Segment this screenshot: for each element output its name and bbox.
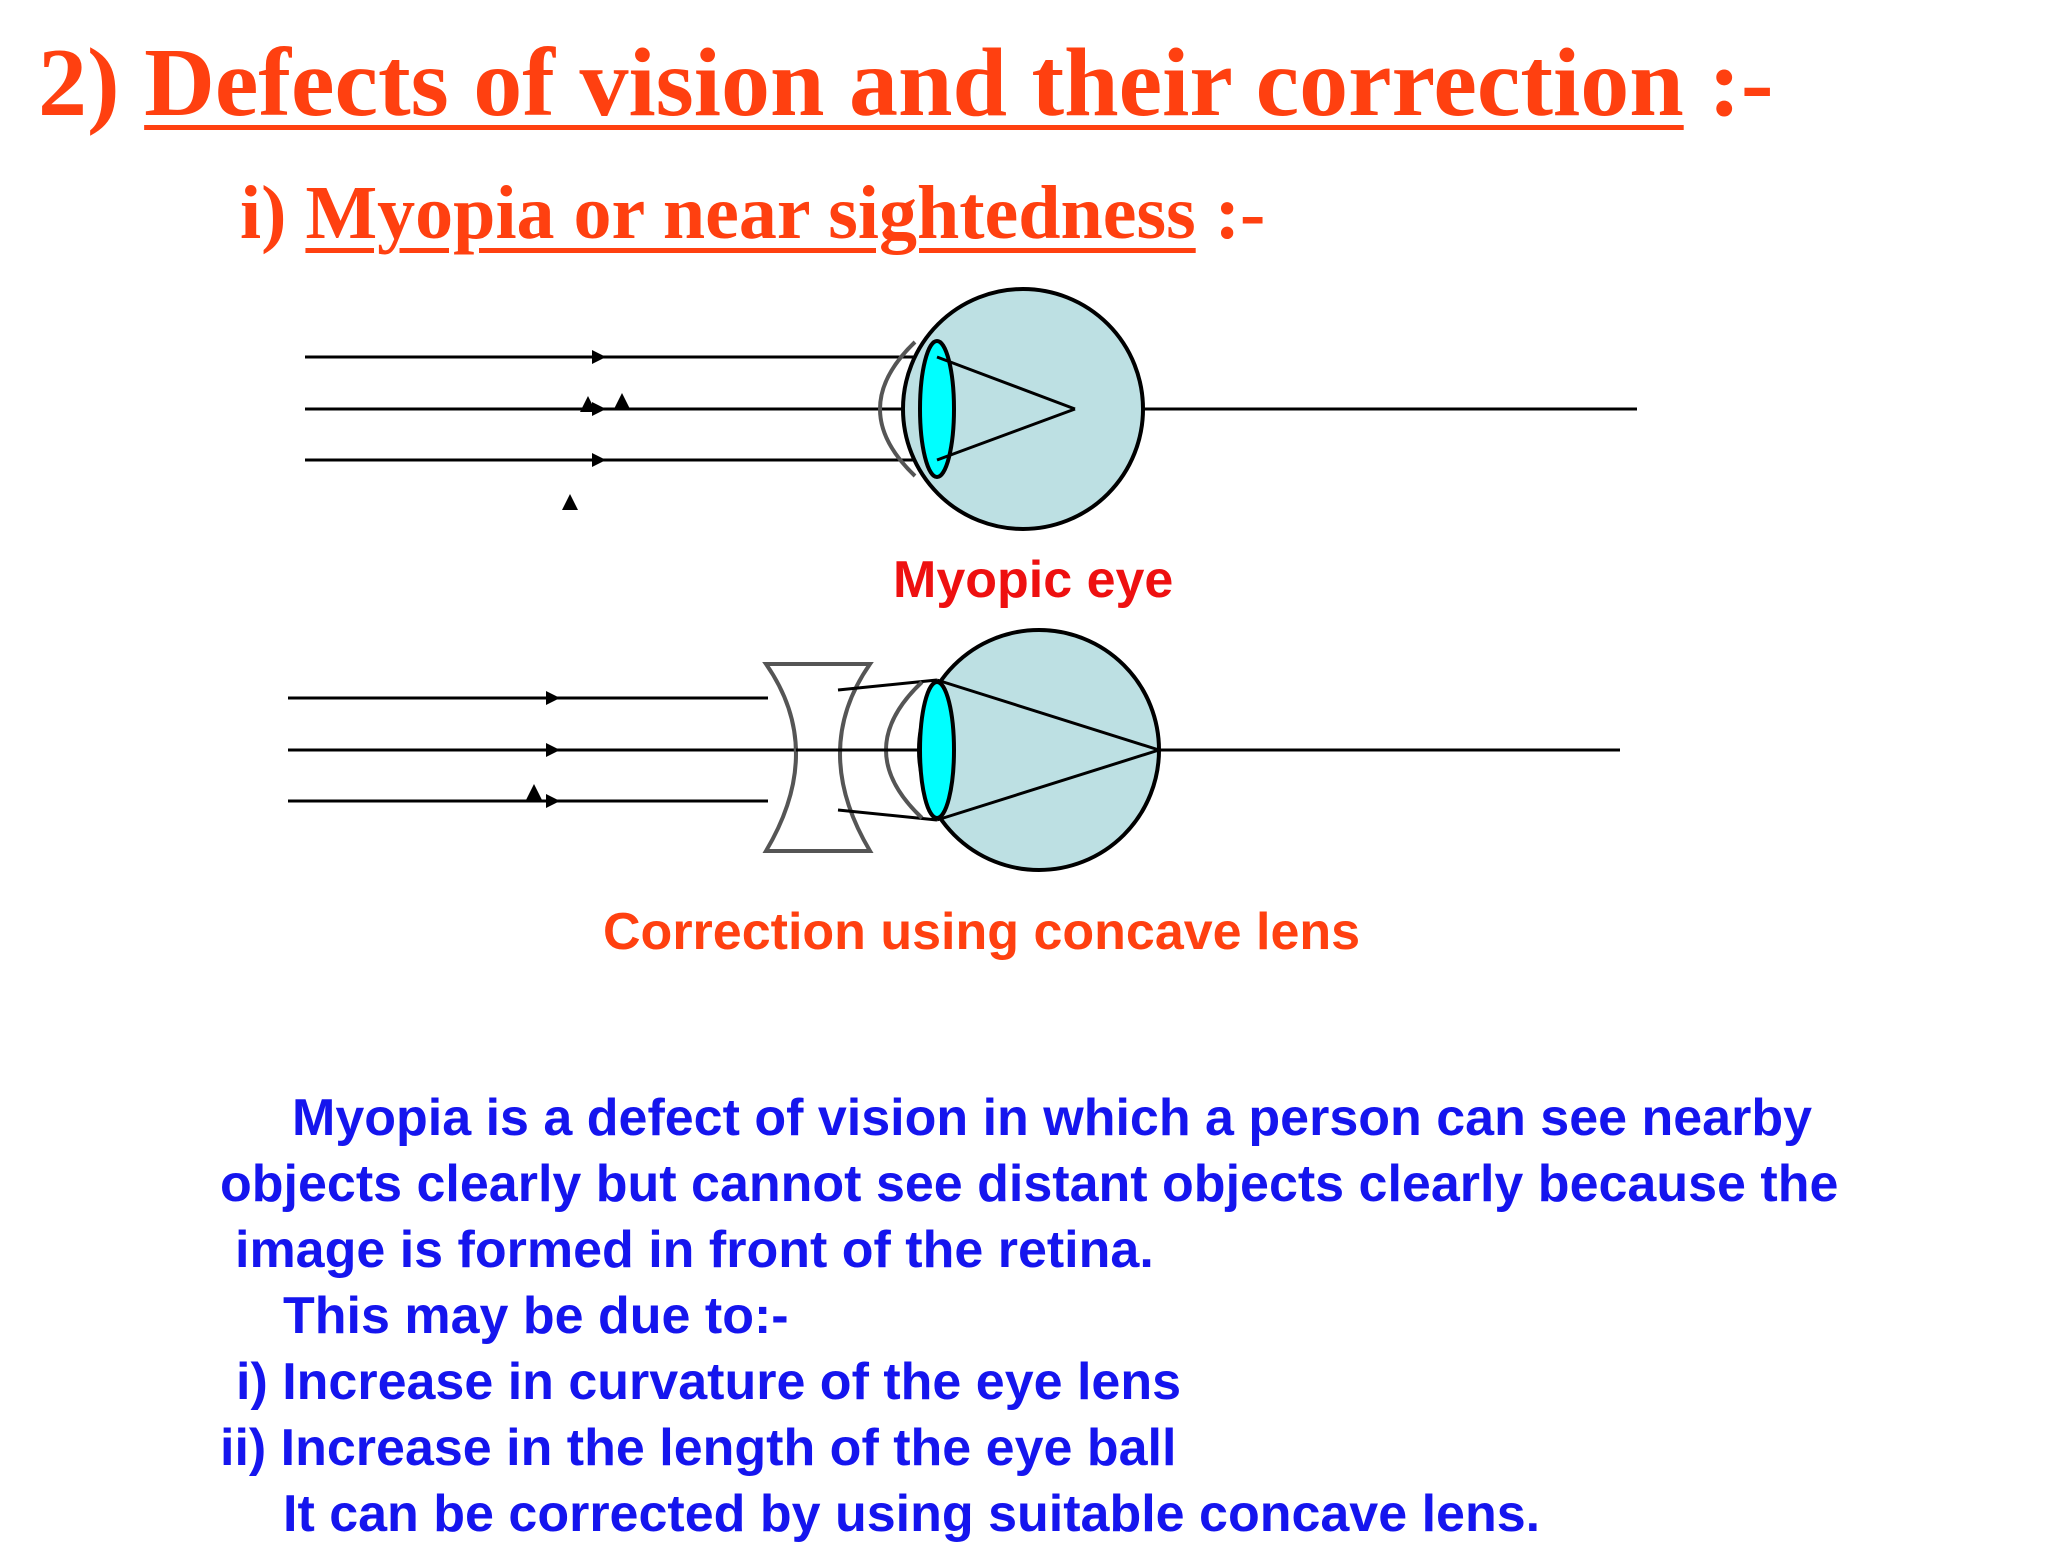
arrowhead-icon (592, 402, 606, 416)
arrowhead-icon (580, 396, 596, 412)
description-line: It can be corrected by using suitable co… (283, 1485, 1541, 1543)
section-subtitle: i) Myopia or near sightedness :- (240, 168, 1265, 258)
myopic-eye-caption: Myopic eye (893, 551, 1174, 609)
description-line: objects clearly but cannot see distant o… (220, 1155, 1839, 1213)
title-number: 2) (38, 29, 120, 137)
arrowhead-icon (592, 350, 606, 364)
arrowhead-icon (526, 784, 542, 800)
arrowhead-icon (614, 393, 630, 409)
description-line: Myopia is a defect of vision in which a … (292, 1089, 1813, 1147)
subtitle-suffix: :- (1214, 171, 1266, 255)
title-suffix: :- (1708, 29, 1774, 137)
concave-lens (762, 662, 874, 853)
title-text: Defects of vision and their correction (144, 29, 1684, 137)
page-title: 2) Defects of vision and their correctio… (38, 28, 1774, 138)
corrected-eye-diagram (288, 628, 1620, 872)
description-line: This may be due to:- (283, 1287, 789, 1345)
correction-caption: Correction using concave lens (603, 903, 1361, 961)
refracted-ray-bottom (936, 748, 1160, 822)
subtitle-text: Myopia or near sightedness (305, 171, 1196, 255)
eye-lens (918, 339, 956, 479)
cornea (878, 340, 917, 478)
arrowhead-icon (562, 494, 578, 510)
description-line: i) Increase in curvature of the eye lens (236, 1353, 1182, 1411)
refracted-ray-top (936, 355, 1076, 411)
refracted-ray-bottom (936, 407, 1076, 462)
eye-lens (918, 680, 956, 820)
arrowhead-icon (592, 453, 606, 467)
myopic-eye-diagram (305, 287, 1637, 531)
subtitle-number: i) (240, 171, 287, 255)
arrowhead-icon (546, 794, 560, 808)
arrowhead-icon (546, 743, 560, 757)
description-line: image is formed in front of the retina. (235, 1221, 1154, 1279)
description-line: ii) Increase in the length of the eye ba… (220, 1419, 1177, 1477)
arrowhead-icon (546, 691, 560, 705)
refracted-ray-top (936, 678, 1160, 752)
